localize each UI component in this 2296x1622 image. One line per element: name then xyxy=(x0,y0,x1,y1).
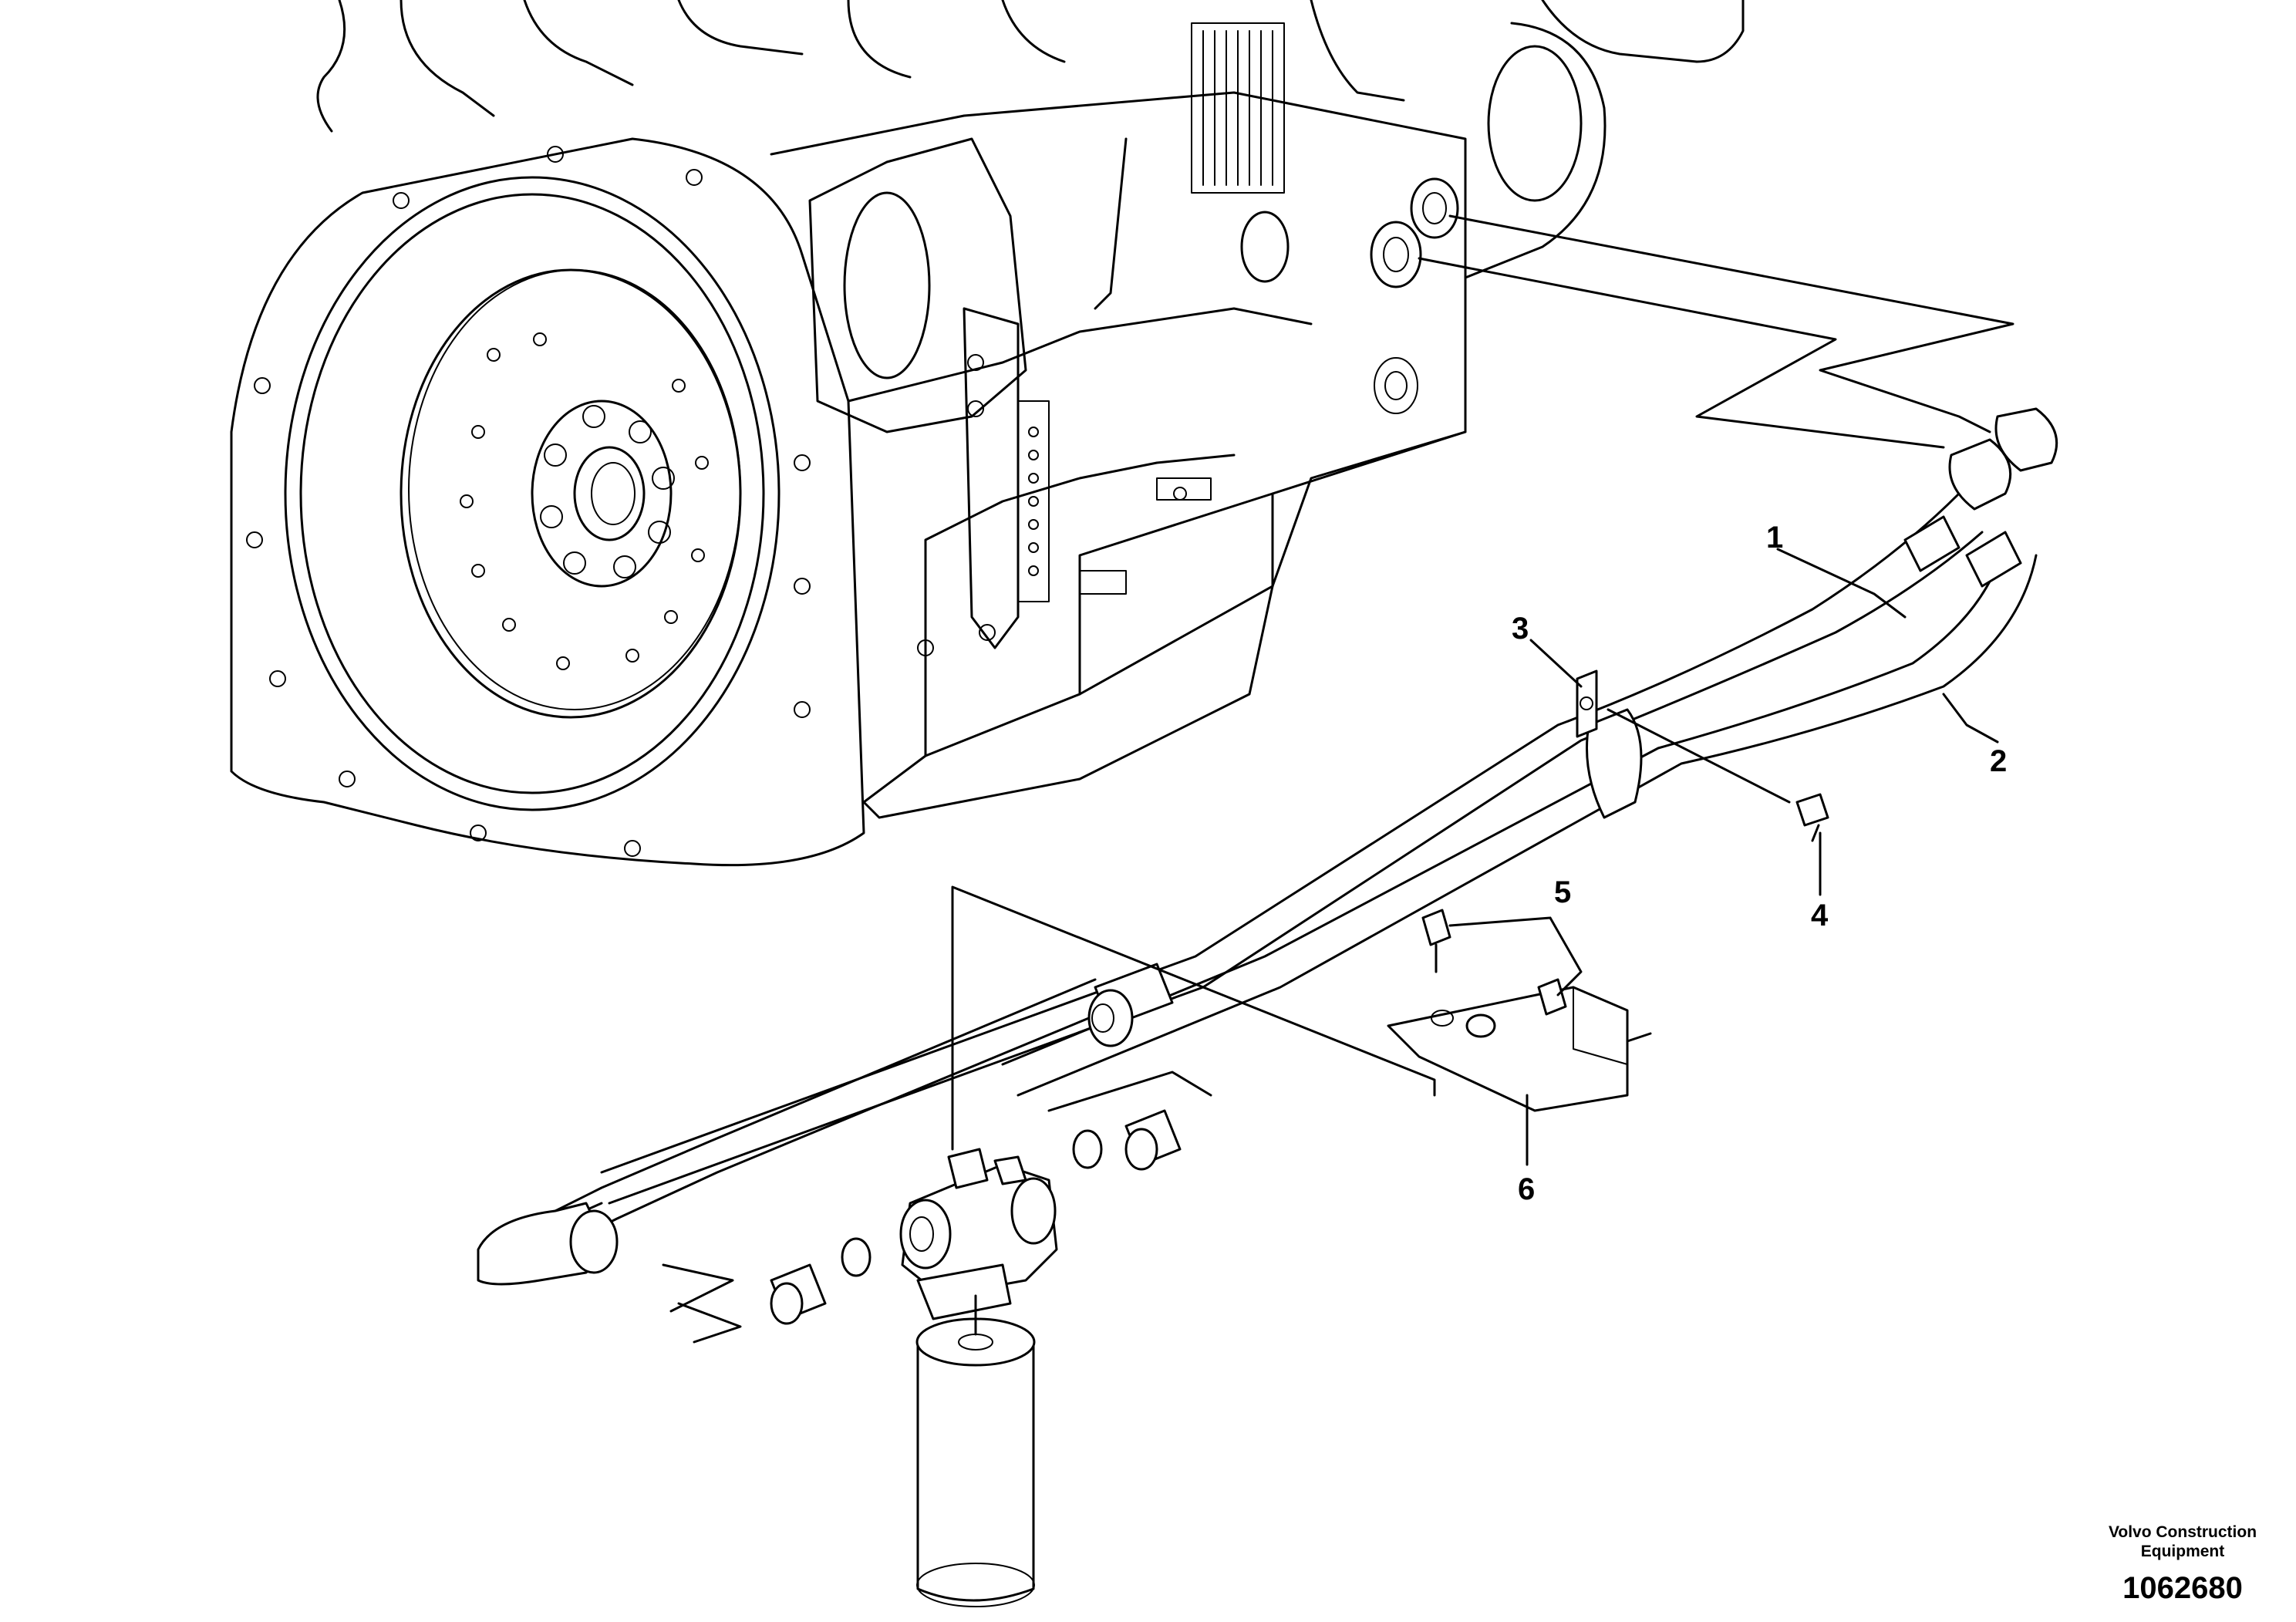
callout-2: 2 xyxy=(1990,744,2007,778)
document-footer: Volvo Construction Equipment 1062680 xyxy=(2109,1523,2257,1605)
callout-1: 1 xyxy=(1766,521,1783,555)
callout-6: 6 xyxy=(1518,1172,1535,1206)
document-number: 1062680 xyxy=(2122,1571,2243,1605)
callout-labels: 1 2 3 4 5 6 xyxy=(1512,521,2007,1206)
bracket-assembly xyxy=(1387,793,1829,1112)
callout-leaders xyxy=(1448,548,1999,1166)
leader-lines-upper xyxy=(1418,214,2014,449)
brand-line-1: Volvo Construction xyxy=(2109,1523,2257,1541)
callout-5: 5 xyxy=(1554,875,1571,909)
filter-assembly xyxy=(662,885,1436,1607)
brand-line-2: Equipment xyxy=(2141,1543,2225,1560)
hose-assembly xyxy=(477,407,2058,1286)
callout-3: 3 xyxy=(1512,612,1529,646)
engine-assembly xyxy=(230,0,1745,867)
callout-4: 4 xyxy=(1811,899,1829,932)
